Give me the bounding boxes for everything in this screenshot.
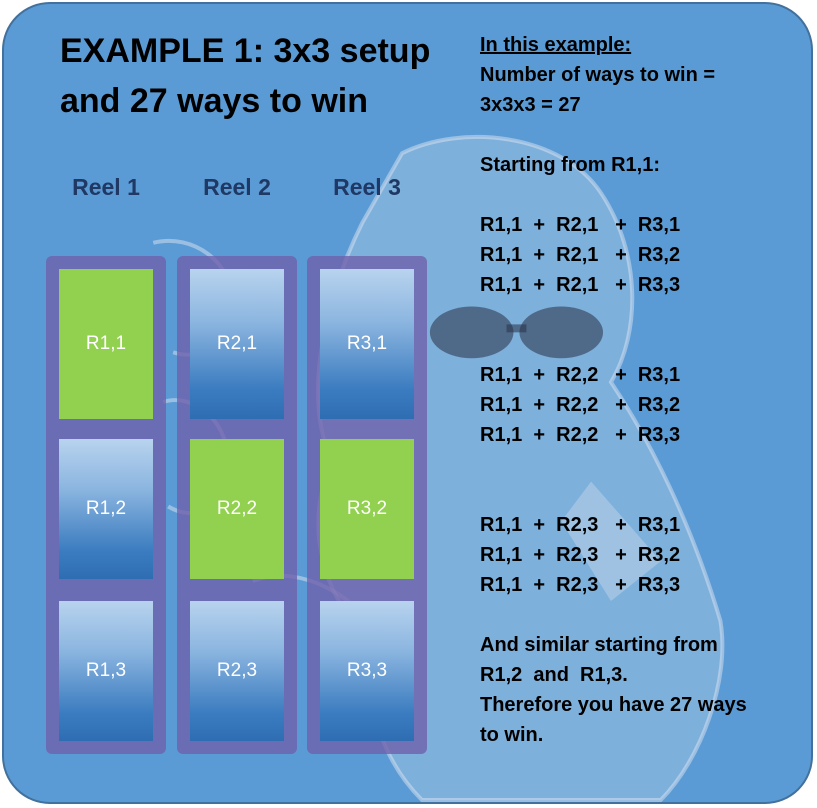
explanation-panel: In this example: Number of ways to win =… — [480, 30, 800, 750]
combo-line: R1,1 + R2,2 + R3,1 — [480, 364, 681, 386]
combo-line: R1,1 + R2,3 + R3,1 — [480, 514, 681, 536]
reel-cell-r3-2: R3,2 — [320, 439, 414, 579]
reel-cell-r1-3: R1,3 — [59, 601, 153, 741]
combo-line: R1,1 + R2,3 + R3,2 — [480, 544, 681, 566]
intro-line-1: Number of ways to win = — [480, 64, 716, 86]
reel-cell-r2-2: R2,2 — [190, 439, 284, 579]
starting-line: Starting from R1,1: — [480, 154, 661, 176]
reel-cell-r3-3: R3,3 — [320, 601, 414, 741]
reel-cell-r1-1: R1,1 — [59, 269, 153, 419]
diagram-title: EXAMPLE 1: 3x3 setup and 27 ways to win — [60, 26, 460, 126]
combo-line: R1,1 + R2,2 + R3,2 — [480, 394, 681, 416]
reel-cell-r3-1: R3,1 — [320, 269, 414, 419]
combo-line: R1,1 + R2,2 + R3,3 — [480, 424, 681, 446]
reel-cell-r2-1: R2,1 — [190, 269, 284, 419]
explanation-heading: In this example: — [480, 34, 632, 56]
combo-line: R1,1 + R2,1 + R3,2 — [480, 244, 681, 266]
conclusion-line: And similar starting from — [480, 634, 718, 656]
combo-line: R1,1 + R2,1 + R3,1 — [480, 214, 681, 236]
title-line-2: and 27 ways to win — [60, 82, 368, 120]
conclusion-line: R1,2 and R1,3. — [480, 664, 628, 686]
reel-1-header: Reel 1 — [72, 174, 140, 200]
reel-cell-r1-2: R1,2 — [59, 439, 153, 579]
reel-1: R1,1 R1,2 R1,3 — [46, 256, 166, 754]
conclusion-line: to win. — [480, 724, 544, 746]
conclusion-line: Therefore you have 27 ways — [480, 694, 747, 716]
reel-2: R2,1 R2,2 R2,3 — [177, 256, 297, 754]
combo-line: R1,1 + R2,3 + R3,3 — [480, 574, 681, 596]
reel-cell-r2-3: R2,3 — [190, 601, 284, 741]
reel-2-header: Reel 2 — [203, 174, 271, 200]
reel-3-header: Reel 3 — [333, 174, 401, 200]
combo-line: R1,1 + R2,1 + R3,3 — [480, 274, 681, 296]
intro-line-2: 3x3x3 = 27 — [480, 94, 581, 116]
title-line-1: EXAMPLE 1: 3x3 setup — [60, 32, 431, 70]
reel-3: R3,1 R3,2 R3,3 — [307, 256, 427, 754]
